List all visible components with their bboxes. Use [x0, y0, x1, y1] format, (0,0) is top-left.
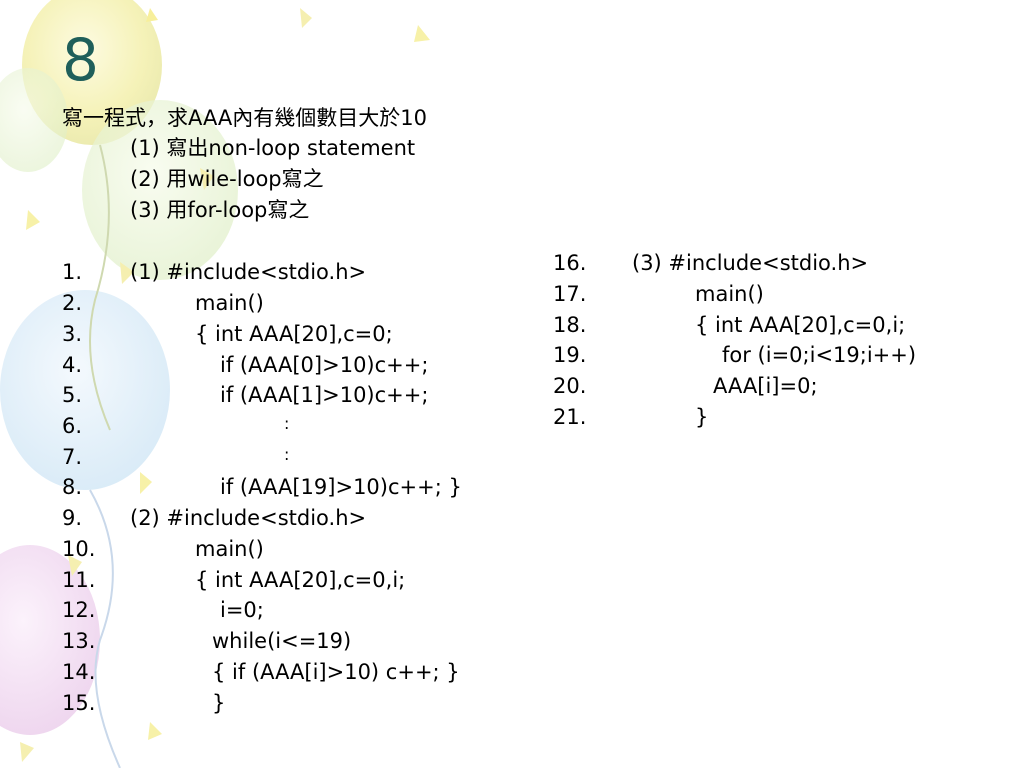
line-number: 1. [62, 260, 83, 284]
line-number: 13. [62, 629, 96, 653]
code-line: if (AAA[1]>10)c++; [220, 383, 429, 407]
code-line: main() [695, 282, 764, 306]
line-number: 21. [553, 405, 587, 429]
line-number: 2. [62, 291, 83, 315]
code-line: : [284, 414, 290, 433]
code-line: while(i<=19) [212, 629, 352, 653]
line-number: 16. [553, 251, 587, 275]
pink-balloon-shape [0, 545, 100, 735]
star-shape [148, 722, 162, 740]
star-shape [26, 210, 40, 230]
star-shape [120, 262, 134, 284]
blue-balloon-shape [0, 290, 170, 490]
code-line: (1) #include<stdio.h> [130, 260, 367, 284]
star-shape [20, 742, 34, 762]
code-line: (3) #include<stdio.h> [632, 251, 869, 275]
code-line: { int AAA[20],c=0,i; [695, 313, 906, 337]
line-number: 4. [62, 353, 83, 377]
code-line: if (AAA[0]>10)c++; [220, 353, 429, 377]
intro-item: (1) 寫出non-loop statement [130, 136, 416, 160]
line-number: 19. [553, 343, 587, 367]
code-line: : [284, 445, 290, 464]
star-shape [200, 168, 214, 190]
code-line: } [695, 405, 709, 429]
star-shape [146, 8, 158, 22]
intro-title: 寫一程式，求AAA內有幾個數目大於10 [62, 106, 427, 130]
code-line: { if (AAA[i]>10) c++; } [212, 660, 460, 684]
balloon-string [89, 144, 111, 431]
line-number: 20. [553, 374, 587, 398]
line-number: 17. [553, 282, 587, 306]
line-number: 7. [62, 445, 83, 469]
line-number: 5. [62, 383, 83, 407]
code-line: (2) #include<stdio.h> [130, 506, 367, 530]
code-line: { int AAA[20],c=0,i; [195, 568, 406, 592]
green-balloon-shape [82, 100, 238, 280]
star-shape [68, 555, 82, 576]
star-shape [414, 25, 430, 42]
line-number: 15. [62, 691, 96, 715]
green-balloon-small-shape [0, 68, 68, 172]
code-line: } [212, 691, 226, 715]
balloon-string [89, 489, 121, 768]
line-number: 18. [553, 313, 587, 337]
line-number: 9. [62, 506, 83, 530]
line-number: 12. [62, 598, 96, 622]
line-number: 14. [62, 660, 96, 684]
code-line: AAA[i]=0; [713, 374, 818, 398]
intro-item: (2) 用wile-loop寫之 [130, 167, 324, 191]
line-number: 3. [62, 322, 83, 346]
code-line: main() [195, 291, 264, 315]
line-number: 10. [62, 537, 96, 561]
slide-number: 8 [62, 26, 99, 94]
code-line: if (AAA[19]>10)c++; } [220, 475, 462, 499]
line-number: 6. [62, 414, 83, 438]
code-line: { int AAA[20],c=0; [195, 322, 393, 346]
line-number: 11. [62, 568, 96, 592]
code-line: i=0; [220, 598, 264, 622]
star-shape [300, 8, 312, 28]
intro-item: (3) 用for-loop寫之 [130, 198, 310, 222]
code-line: for (i=0;i<19;i++) [722, 343, 917, 367]
line-number: 8. [62, 475, 83, 499]
code-line: main() [195, 537, 264, 561]
star-shape [140, 472, 152, 494]
